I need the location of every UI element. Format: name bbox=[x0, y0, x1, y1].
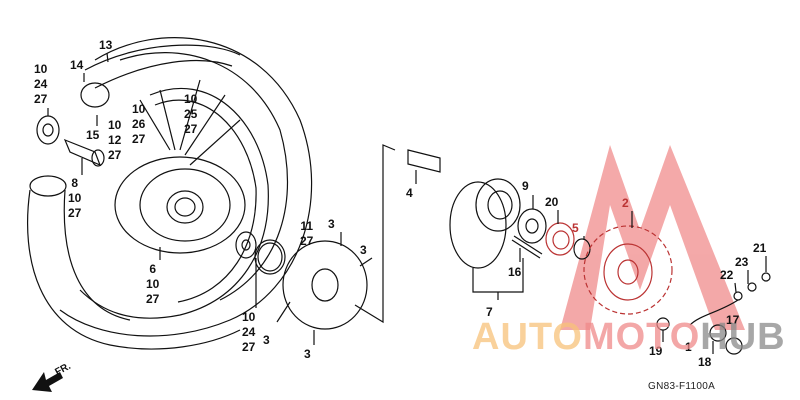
nut-18 bbox=[709, 324, 727, 342]
callout-c19: 19 bbox=[649, 344, 663, 358]
callout-c10-25-27: 10 25 27 bbox=[184, 92, 198, 136]
callout-c17: 17 bbox=[726, 313, 740, 327]
callout-c23: 23 bbox=[735, 255, 749, 269]
callout-c10-26-27: 10 26 27 bbox=[132, 102, 146, 146]
callout-c3-right: 3 bbox=[360, 243, 367, 257]
callout-c10-24-27-mid: 10 24 27 bbox=[242, 310, 256, 354]
nut-17 bbox=[725, 337, 743, 355]
callout-c15: 15 bbox=[86, 128, 100, 142]
callout-c3-top: 3 bbox=[328, 217, 335, 231]
nut-21 bbox=[761, 272, 771, 282]
callout-c14: 14 bbox=[70, 58, 84, 72]
watermark-part-hub: HUB bbox=[700, 316, 786, 358]
callout-c5: 5 bbox=[572, 221, 579, 235]
callout-c4: 4 bbox=[406, 186, 413, 200]
bearing-left bbox=[36, 115, 60, 145]
sprocket bbox=[583, 225, 673, 315]
axle-sleeve bbox=[407, 149, 441, 173]
tube-outline bbox=[27, 189, 241, 350]
callout-c18: 18 bbox=[698, 355, 712, 369]
watermark-part-auto: AUTO bbox=[472, 316, 583, 358]
callout-c9: 9 bbox=[522, 179, 529, 193]
callout-c10-12-27: 10 12 27 bbox=[108, 118, 122, 162]
driven-flange bbox=[449, 181, 507, 269]
callout-c7: 7 bbox=[486, 305, 493, 319]
tire-outline bbox=[59, 37, 313, 337]
callout-c3-left: 3 bbox=[263, 333, 270, 347]
callout-c2: 2 bbox=[622, 196, 629, 210]
callout-c20: 20 bbox=[545, 195, 559, 209]
hub-outline bbox=[114, 156, 246, 254]
front-direction-arrow-icon bbox=[32, 372, 63, 392]
callout-c16: 16 bbox=[508, 265, 522, 279]
watermark: AUTOMOTOHUB bbox=[472, 316, 786, 359]
callout-c1: 1 bbox=[685, 340, 692, 354]
damper-rubbers bbox=[282, 240, 368, 330]
callout-c13: 13 bbox=[99, 38, 113, 52]
callout-c22: 22 bbox=[720, 268, 734, 282]
washer-22 bbox=[733, 291, 743, 301]
callout-c8-10-27: 8 10 27 bbox=[68, 176, 82, 220]
callout-c10-24-27-left: 10 24 27 bbox=[34, 62, 48, 106]
nut-23 bbox=[747, 282, 757, 292]
callout-c21: 21 bbox=[753, 241, 767, 255]
watermark-part-moto: MOTO bbox=[582, 316, 701, 358]
callout-c11-27: 11 27 bbox=[300, 219, 314, 248]
watermark-logo-icon bbox=[560, 145, 745, 330]
diagram-code: GN83-F1100A bbox=[648, 381, 716, 392]
callout-c3-bottom: 3 bbox=[304, 347, 311, 361]
callout-c6-10-27: 6 10 27 bbox=[146, 262, 160, 306]
